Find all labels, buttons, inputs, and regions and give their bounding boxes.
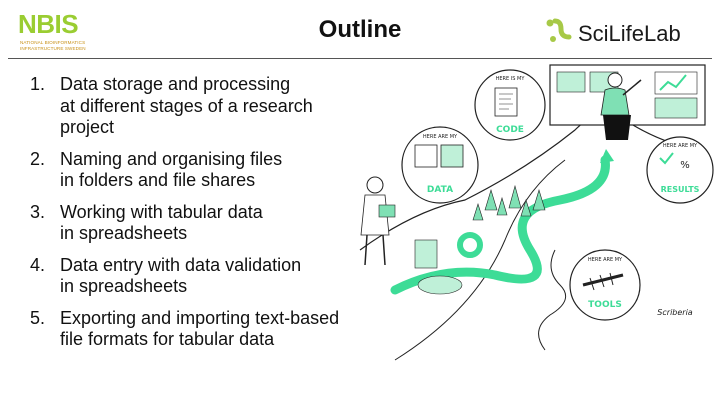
path-road: [390, 155, 610, 295]
outline-item-number: 4.: [30, 254, 46, 275]
scilifelab-logo-word: SciLifeLab: [578, 21, 681, 46]
results-bubble-caption: HERE ARE MY: [663, 143, 698, 149]
outline-item-line: Exporting and importing text-based: [60, 307, 340, 328]
forest-icon: [472, 184, 546, 221]
outline-item-line: in folders and file shares: [60, 170, 256, 190]
outline-item-line: Data storage and processing: [60, 74, 291, 94]
scilifelab-logo: SciLifeLab: [544, 17, 704, 47]
svg-text:%: %: [680, 160, 690, 171]
page-title: Outline: [318, 16, 402, 43]
header-divider: [8, 58, 712, 59]
code-bubble-caption: HERE IS MY: [496, 76, 526, 82]
nbis-logo-word: NBIS: [18, 9, 79, 39]
outline-item-number: 1.: [30, 74, 46, 94]
results-bubble: HERE ARE MY % RESULTS: [646, 136, 714, 204]
code-bubble: HERE IS MY CODE: [474, 69, 546, 141]
outline-item-number: 2.: [30, 148, 46, 169]
scilifelab-mark-icon: [546, 18, 572, 42]
donut-chart-icon: [457, 232, 483, 258]
outline-item-line: Working with tabular data: [60, 201, 263, 222]
research-journey-illustration: HERE IS MY CODE HERE ARE MY DATA HERE AR…: [359, 64, 714, 361]
tools-label: TOOLS: [588, 300, 622, 310]
illustrator-signature: Scriberia: [657, 308, 693, 317]
spreadsheet-icon: [414, 239, 438, 269]
outline-item-number: 3.: [30, 201, 46, 222]
outline-item: 4. Data entry with data validation in sp…: [30, 255, 370, 298]
outline-item: 1. Data storage and processing at differ…: [30, 74, 370, 139]
outline-item-line: Naming and organising files: [60, 148, 283, 169]
river: [538, 249, 567, 351]
outline-item-line: in spreadsheets: [60, 276, 188, 296]
presenter-figure: [600, 72, 642, 140]
outline-item: 3. Working with tabular data in spreadsh…: [30, 202, 370, 245]
outline-item-line: project: [60, 117, 115, 137]
tools-bubble: HERE ARE MY TOOLS: [569, 249, 641, 321]
outline-item-line: file formats for tabular data: [60, 329, 275, 349]
code-label: CODE: [496, 125, 524, 135]
outline-item-line: in spreadsheets: [60, 223, 188, 243]
outline-item: 5. Exporting and importing text-based fi…: [30, 308, 370, 351]
nbis-logo-subtitle: NATIONAL BIOINFORMATICS INFRASTRUCTURE S…: [20, 40, 86, 51]
data-bubble-caption: HERE ARE MY: [423, 134, 458, 140]
tools-bubble-caption: HERE ARE MY: [588, 257, 623, 263]
outline-item: 2. Naming and organising files in folder…: [30, 149, 370, 192]
outline-list: 1. Data storage and processing at differ…: [30, 74, 370, 361]
outline-item-number: 5.: [30, 307, 46, 328]
results-label: RESULTS: [661, 185, 700, 194]
lake: [417, 275, 463, 295]
researcher-figure: [360, 176, 396, 266]
arrow-up-icon: [600, 149, 614, 163]
data-label: DATA: [427, 185, 453, 195]
outline-item-line: Data entry with data validation: [60, 254, 302, 275]
nbis-logo: NBIS NATIONAL BIOINFORMATICS INFRASTRUCT…: [18, 10, 108, 52]
outline-item-line: at different stages of a research: [60, 95, 313, 116]
dashboard-screen-icon: [549, 64, 706, 126]
data-bubble: HERE ARE MY DATA: [401, 126, 479, 204]
